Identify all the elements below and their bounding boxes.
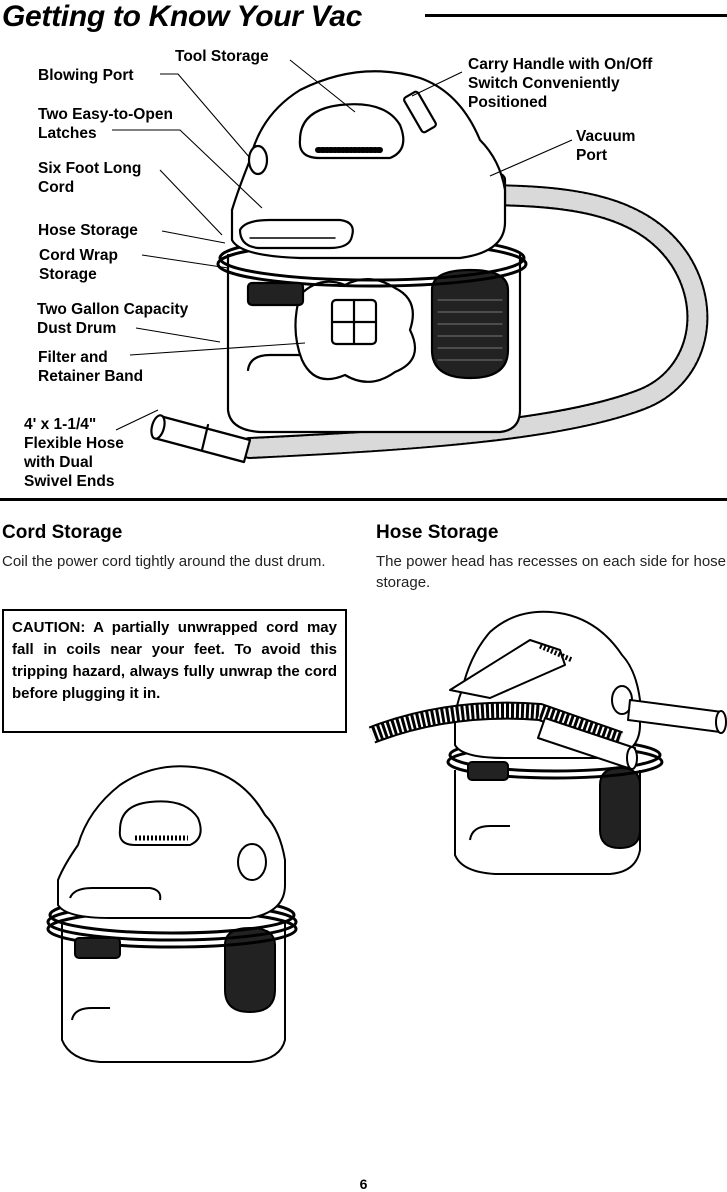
label-filter: Filter and Retainer Band: [38, 348, 143, 386]
label-cord-wrap: Cord Wrap Storage: [39, 246, 118, 284]
power-head: [230, 70, 507, 260]
cord-storage-text: Coil the power cord tightly around the d…: [2, 553, 326, 570]
label-carry-handle-line-3: Positioned: [468, 94, 548, 111]
label-cord: Six Foot Long Cord: [38, 159, 141, 197]
label-carry-handle: Carry Handle with On/Off Switch Convenie…: [468, 55, 652, 112]
label-flexible-hose: 4' x 1-1/4" Flexible Hose with Dual Swiv…: [24, 415, 124, 491]
label-dust-drum: Two Gallon Capacity Dust Drum: [37, 300, 188, 338]
label-cord-wrap-line-1: Cord Wrap: [39, 247, 118, 264]
label-dust-drum-line-2: Dust Drum: [37, 320, 117, 337]
page-number: 6: [359, 1176, 368, 1192]
page-title: Getting to Know Your Vac: [2, 0, 363, 33]
label-dust-drum-line-1: Two Gallon Capacity: [37, 301, 189, 318]
label-cord-wrap-line-2: Storage: [39, 266, 97, 283]
label-flexible-hose-line-1: 4' x 1-1/4": [24, 416, 97, 433]
label-latches-line-2: Latches: [38, 125, 97, 142]
label-filter-line-2: Retainer Band: [38, 368, 144, 385]
label-filter-line-1: Filter and: [38, 349, 108, 366]
label-tool-storage: Tool Storage: [175, 48, 269, 65]
label-carry-handle-line-2: Switch Conveniently: [468, 75, 620, 92]
filter-cutaway: [294, 278, 417, 383]
label-vacuum-port: Vacuum Port: [576, 127, 635, 165]
label-vacuum-port-line-2: Port: [576, 147, 607, 164]
label-latches: Two Easy-to-Open Latches: [38, 105, 173, 143]
label-flexible-hose-line-3: with Dual: [24, 454, 93, 471]
label-latches-line-1: Two Easy-to-Open: [38, 106, 173, 123]
label-blowing-port: Blowing Port: [38, 67, 134, 84]
label-flexible-hose-line-2: Flexible Hose: [24, 435, 124, 452]
label-cord-line-2: Cord: [38, 179, 75, 196]
label-cord-line-1: Six Foot Long: [38, 160, 142, 177]
cord-storage-heading: Cord Storage: [2, 522, 123, 543]
title-rule: [425, 14, 727, 17]
label-hose-storage: Hose Storage: [38, 222, 138, 239]
label-vacuum-port-line-1: Vacuum: [576, 128, 636, 145]
hose-storage-text: The power head has recesses on each side…: [376, 553, 726, 591]
caution-box: CAUTION: A partially unwrapped cord may …: [2, 609, 347, 733]
vacuum-diagram-illustration: [112, 59, 709, 464]
label-carry-handle-line-1: Carry Handle with On/Off: [468, 56, 653, 73]
hose-storage-heading: Hose Storage: [376, 522, 499, 543]
section-divider: [0, 498, 727, 501]
label-flexible-hose-line-4: Swivel Ends: [24, 473, 115, 490]
